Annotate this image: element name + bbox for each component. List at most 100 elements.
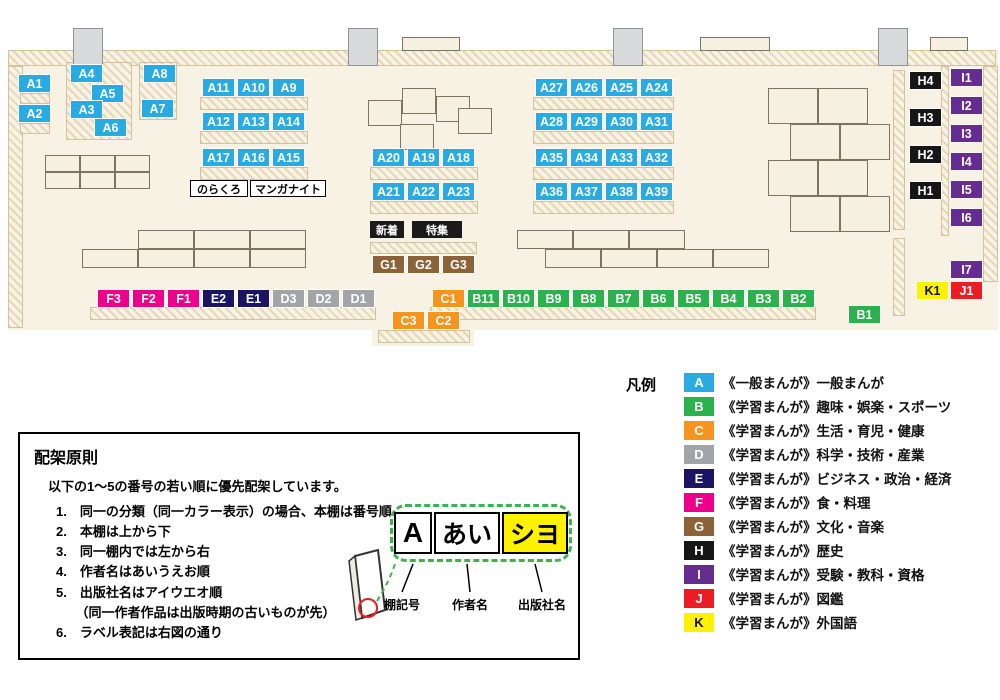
map-tag: マンガナイト xyxy=(250,180,326,197)
shelf-label-a22: A22 xyxy=(407,182,440,201)
legend-label: 《学習まんが》ビジネス・政治・経済 xyxy=(722,472,952,487)
shelf-unit xyxy=(45,172,80,189)
legend-item: J《学習まんが》図鑑 xyxy=(684,588,952,608)
shelf-label-b11: B11 xyxy=(467,289,500,308)
shelf-unit xyxy=(790,124,840,160)
caption-publisher: 出版社名 xyxy=(517,598,566,612)
legend-item: I《学習まんが》受験・教科・資格 xyxy=(684,564,952,584)
shelf-label-b4: B4 xyxy=(712,289,745,308)
shelf-label-a8: A8 xyxy=(143,64,176,83)
shelf-unit xyxy=(368,100,402,126)
shelf-run xyxy=(893,238,905,316)
shelf-label-d1: D1 xyxy=(342,289,375,308)
shelf-label-a20: A20 xyxy=(372,148,405,167)
shelf-unit xyxy=(400,124,434,150)
shelf-label-f2: F2 xyxy=(132,289,165,308)
legend-color-box: B xyxy=(684,396,714,416)
shelf-label-g2: G2 xyxy=(407,255,440,274)
shelf-unit xyxy=(82,249,138,268)
legend-item: H 《学習まんが》歴史 xyxy=(684,540,952,560)
shelf-label-h3: H3 xyxy=(909,108,942,127)
shelf-unit xyxy=(138,249,194,268)
legend-color-box: E xyxy=(684,468,714,488)
shelf-label-h2: H2 xyxy=(909,145,942,164)
shelf-run xyxy=(893,70,905,230)
shelf-run xyxy=(8,50,996,66)
legend-color-box: I xyxy=(684,564,714,584)
shelf-run xyxy=(430,307,816,320)
shelf-label-a13: A13 xyxy=(237,112,270,131)
shelf-unit xyxy=(700,37,770,51)
principles-title: 配架原則 xyxy=(34,450,99,467)
shelf-label-b8: B8 xyxy=(572,289,605,308)
map-tag: のらくろ xyxy=(190,180,248,197)
shelf-run xyxy=(370,167,478,180)
principle-rule: 4. 作者名はあいうえお順 xyxy=(56,564,210,580)
shelf-label-a30: A30 xyxy=(605,112,638,131)
shelf-unit xyxy=(115,155,150,172)
pillar xyxy=(613,28,643,66)
shelf-label-a27: A27 xyxy=(535,78,568,97)
legend-color-box: K xyxy=(684,612,714,632)
shelf-run xyxy=(378,330,470,343)
shelf-run xyxy=(533,167,674,180)
legend-item: K《学習まんが》外国語 xyxy=(684,612,952,632)
shelf-label-a34: A34 xyxy=(570,148,603,167)
shelf-unit xyxy=(840,196,890,232)
shelf-unit xyxy=(250,230,306,249)
shelf-unit xyxy=(402,88,436,114)
shelf-label-h4: H4 xyxy=(909,71,942,90)
caption-author: 作者名 xyxy=(451,598,488,612)
legend-color-box: D xyxy=(684,444,714,464)
legend-label: 《学習まんが》生活・育児・健康 xyxy=(722,424,925,439)
principle-rule: 3. 同一棚内では左から右 xyxy=(56,544,210,560)
shelf-label-b5: B5 xyxy=(677,289,710,308)
shelf-label-a12: A12 xyxy=(202,112,235,131)
sample-publisher: シヨ xyxy=(502,512,568,554)
principles-intro: 以下の1〜5の番号の若い順に優先配架しています。 xyxy=(48,479,347,494)
shelf-label-g1: G1 xyxy=(372,255,405,274)
shelf-label-a26: A26 xyxy=(570,78,603,97)
shelf-unit xyxy=(768,88,818,124)
shelf-label-d2: D2 xyxy=(307,289,340,308)
shelf-label-a37: A37 xyxy=(570,182,603,201)
shelf-run xyxy=(533,131,674,144)
shelf-unit xyxy=(790,196,840,232)
principle-rule: 1. 同一の分類（同一カラー表示）の場合、本棚は番号順 xyxy=(56,504,392,519)
shelf-unit xyxy=(402,37,460,51)
shelf-label-a14: A14 xyxy=(272,112,305,131)
shelf-unit xyxy=(601,249,657,268)
shelf-run xyxy=(8,66,23,328)
shelf-label-a31: A31 xyxy=(640,112,673,131)
shelf-unit xyxy=(768,160,818,196)
shelf-label-a10: A10 xyxy=(237,78,270,97)
shelf-label-i4: I4 xyxy=(950,152,983,171)
shelf-run xyxy=(941,66,949,236)
shelf-run xyxy=(90,307,376,320)
shelf-label-a35: A35 xyxy=(535,148,568,167)
shelf-label-a17: A17 xyxy=(202,148,235,167)
shelf-label-a32: A32 xyxy=(640,148,673,167)
legend-color-box: H xyxy=(684,540,714,560)
shelf-label-a11: A11 xyxy=(202,78,235,97)
shelf-label-a24: A24 xyxy=(640,78,673,97)
shelf-run xyxy=(20,93,50,104)
shelf-unit xyxy=(138,230,194,249)
pillar xyxy=(348,28,378,66)
legend-label: 《学習まんが》歴史 xyxy=(722,544,844,559)
legend-item: A《一般まんが》一般まんが xyxy=(684,372,952,392)
shelf-label-i6: I6 xyxy=(950,208,983,227)
legend-label: 《学習まんが》科学・技術・産業 xyxy=(722,448,925,463)
shelf-label-a33: A33 xyxy=(605,148,638,167)
shelf-label-a38: A38 xyxy=(605,182,638,201)
legend-label: 《学習まんが》図鑑 xyxy=(722,592,844,607)
shelf-label-c2: C2 xyxy=(427,311,460,330)
principles-panel: 配架原則 以下の1〜5の番号の若い順に優先配架しています。 1. 同一の分類（同… xyxy=(18,432,580,660)
shelf-label-c3: C3 xyxy=(392,311,425,330)
legend-color-box: A xyxy=(684,372,714,392)
shelf-label-g3: G3 xyxy=(442,255,475,274)
legend-item: C《学習まんが》生活・育児・健康 xyxy=(684,420,952,440)
